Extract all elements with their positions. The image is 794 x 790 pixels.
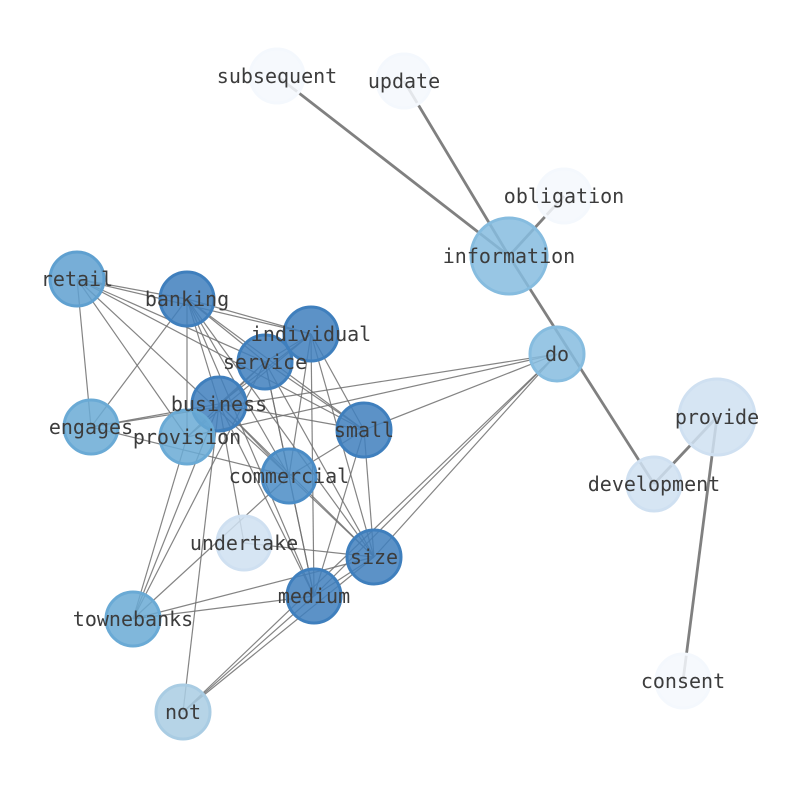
edge-small-do	[363, 353, 558, 431]
node-banking[interactable]	[158, 270, 216, 328]
node-label-small: small	[334, 418, 394, 442]
node-label-provide: provide	[675, 405, 759, 429]
edge-service-size	[264, 361, 375, 558]
edge-business-not	[182, 403, 220, 713]
edge-medium-townebanks	[132, 595, 315, 620]
node-update[interactable]	[375, 52, 433, 110]
edge-provision-do	[186, 353, 558, 438]
node-commercial[interactable]	[260, 447, 318, 505]
node-label-information: information	[443, 244, 575, 268]
edge-size-do	[373, 353, 558, 558]
node-label-engages: engages	[49, 415, 133, 439]
node-size[interactable]	[345, 528, 403, 586]
edge-provision-townebanks	[132, 436, 188, 620]
node-label-commercial: commercial	[229, 464, 349, 488]
edge-banking-size	[186, 298, 375, 558]
node-undertake[interactable]	[215, 514, 273, 572]
node-provide[interactable]	[677, 377, 757, 457]
edge-provide-consent	[681, 416, 719, 682]
node-label-obligation: obligation	[504, 184, 624, 208]
nodes	[48, 47, 757, 741]
node-not[interactable]	[154, 683, 212, 741]
edge-size-townebanks	[132, 556, 375, 620]
node-label-subsequent: subsequent	[217, 64, 337, 88]
node-label-consent: consent	[641, 669, 725, 693]
node-label-service: service	[223, 350, 307, 374]
edge-engages-do	[90, 353, 558, 428]
node-label-size: size	[350, 545, 398, 569]
edge-commercial-townebanks	[132, 475, 290, 620]
edge-subsequent-information	[276, 74, 510, 258]
node-label-development: development	[588, 472, 720, 496]
node-label-townebanks: townebanks	[73, 607, 193, 631]
edge-size-not	[182, 556, 375, 713]
edge-retail-provision	[76, 278, 188, 438]
node-label-individual: individual	[251, 322, 371, 346]
edge-business-medium	[218, 403, 315, 597]
edge-small-medium	[313, 429, 365, 597]
edge-retail-small	[76, 278, 365, 431]
node-consent[interactable]	[654, 652, 712, 710]
node-label-provision: provision	[133, 425, 241, 449]
node-medium[interactable]	[285, 567, 343, 625]
node-individual[interactable]	[282, 305, 340, 363]
node-townebanks[interactable]	[104, 590, 162, 648]
node-label-do: do	[545, 342, 569, 366]
node-engages[interactable]	[62, 398, 120, 456]
node-service[interactable]	[236, 333, 294, 391]
node-do[interactable]	[528, 325, 586, 383]
node-label-update: update	[368, 69, 440, 93]
edge-retail-commercial	[76, 278, 290, 477]
node-information[interactable]	[469, 216, 549, 296]
node-retail[interactable]	[48, 250, 106, 308]
node-obligation[interactable]	[535, 167, 593, 225]
node-label-retail: retail	[41, 267, 113, 291]
node-label-banking: banking	[145, 287, 229, 311]
node-label-undertake: undertake	[190, 531, 298, 555]
node-label-not: not	[165, 700, 201, 724]
edge-banking-medium	[186, 298, 315, 597]
node-label-medium: medium	[278, 584, 350, 608]
node-development[interactable]	[625, 455, 683, 513]
node-provision[interactable]	[158, 408, 216, 466]
node-small[interactable]	[335, 401, 393, 459]
node-subsequent[interactable]	[248, 47, 306, 105]
edge-information-development	[507, 255, 656, 485]
labels: retail banking individual service business en…	[41, 64, 759, 724]
node-label-business: business	[171, 392, 267, 416]
edge-medium-not	[182, 595, 315, 713]
